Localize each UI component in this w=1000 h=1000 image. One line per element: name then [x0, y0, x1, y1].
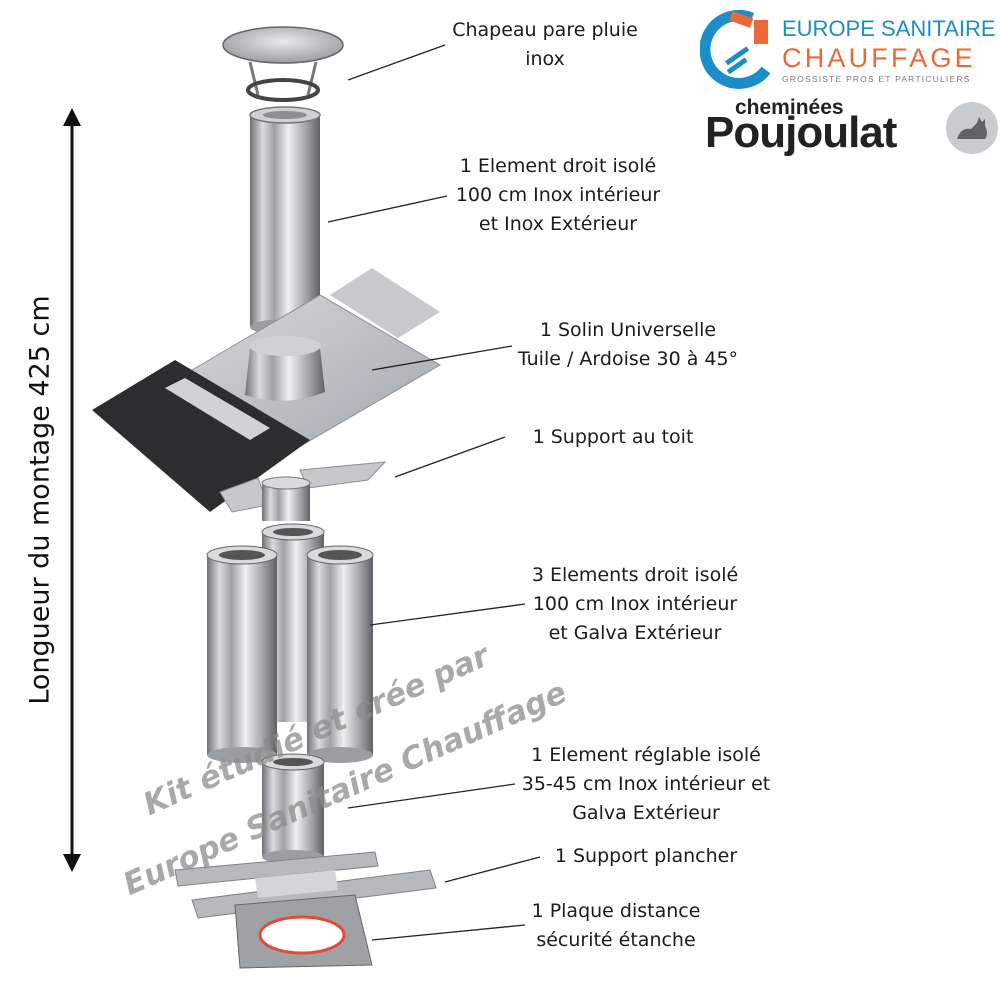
three-straight-elements-illustration: [206, 523, 374, 763]
roof-flashing-label: 1 Solin Universelle Tuile / Ardoise 30 à…: [512, 316, 744, 374]
rain-cap-illustration: [222, 26, 344, 102]
europe-sanitaire-logo-line1: EUROPE SANITAIRE: [782, 16, 996, 41]
top-straight-element-label: 1 Element droit isolé 100 cm Inox intéri…: [448, 152, 668, 239]
adjustable-element-label-line: 35-45 cm Inox intérieur et: [521, 773, 771, 795]
rain-cap-label: Chapeau pare pluie inox: [448, 16, 642, 74]
length-arrow: [63, 108, 81, 872]
roof-support-illustration: [219, 461, 387, 521]
rain-cap-label-line: inox: [525, 48, 565, 70]
europe-sanitaire-logo-tagline: GROSSISTE PROS ET PARTICULIERS: [782, 74, 971, 84]
three-straight-elements-label: 3 Elements droit isolé 100 cm Inox intér…: [526, 561, 744, 648]
distance-plate-illustration: [234, 894, 373, 969]
roof-flashing-illustration: [92, 268, 441, 512]
total-length-label: Longueur du montage 425 cm: [24, 295, 56, 705]
top-straight-element-label-line: 100 cm Inox intérieur: [455, 184, 661, 206]
cat-emblem-icon: [946, 102, 998, 154]
adjustable-element-label-line: 1 Element réglable isolé: [531, 744, 761, 766]
roof-support-label-line: 1 Support au toit: [532, 426, 694, 448]
europe-sanitaire-logo: EUROPE SANITAIRE CHAUFFAGE GROSSISTE PRO…: [700, 10, 996, 90]
rain-cap-label-line: Chapeau pare pluie: [452, 19, 638, 41]
floor-support-label: 1 Support plancher: [550, 842, 742, 871]
top-straight-element-label-line: 1 Element droit isolé: [459, 155, 657, 177]
europe-sanitaire-logo-line2: CHAUFFAGE: [782, 43, 976, 73]
adjustable-element-illustration: [261, 753, 325, 864]
adjustable-element-label-line: Galva Extérieur: [572, 802, 720, 824]
roof-flashing-label-line: Tuile / Ardoise 30 à 45°: [517, 348, 739, 370]
poujoulat-logo: cheminées Poujoulat: [705, 96, 1000, 166]
three-straight-elements-label-line: et Galva Extérieur: [548, 622, 722, 644]
europe-sanitaire-emblem-icon: [700, 10, 771, 89]
floor-support-label-line: 1 Support plancher: [554, 845, 738, 867]
roof-support-label: 1 Support au toit: [528, 423, 698, 452]
distance-plate-label-line: sécurité étanche: [536, 929, 696, 951]
top-straight-element-label-line: et Inox Extérieur: [478, 213, 638, 235]
adjustable-element-label: 1 Element réglable isolé 35-45 cm Inox i…: [516, 741, 776, 828]
leader-lines: [327, 44, 541, 941]
top-straight-element-illustration: [249, 106, 321, 335]
distance-plate-label: 1 Plaque distance sécurité étanche: [526, 897, 706, 955]
roof-flashing-label-line: 1 Solin Universelle: [539, 319, 717, 341]
poujoulat-logo-top: cheminées: [735, 96, 844, 119]
three-straight-elements-label-line: 100 cm Inox intérieur: [532, 593, 738, 615]
poujoulat-logo-main: Poujoulat: [705, 108, 897, 157]
three-straight-elements-label-line: 3 Elements droit isolé: [531, 564, 739, 586]
distance-plate-label-line: 1 Plaque distance: [531, 900, 701, 922]
